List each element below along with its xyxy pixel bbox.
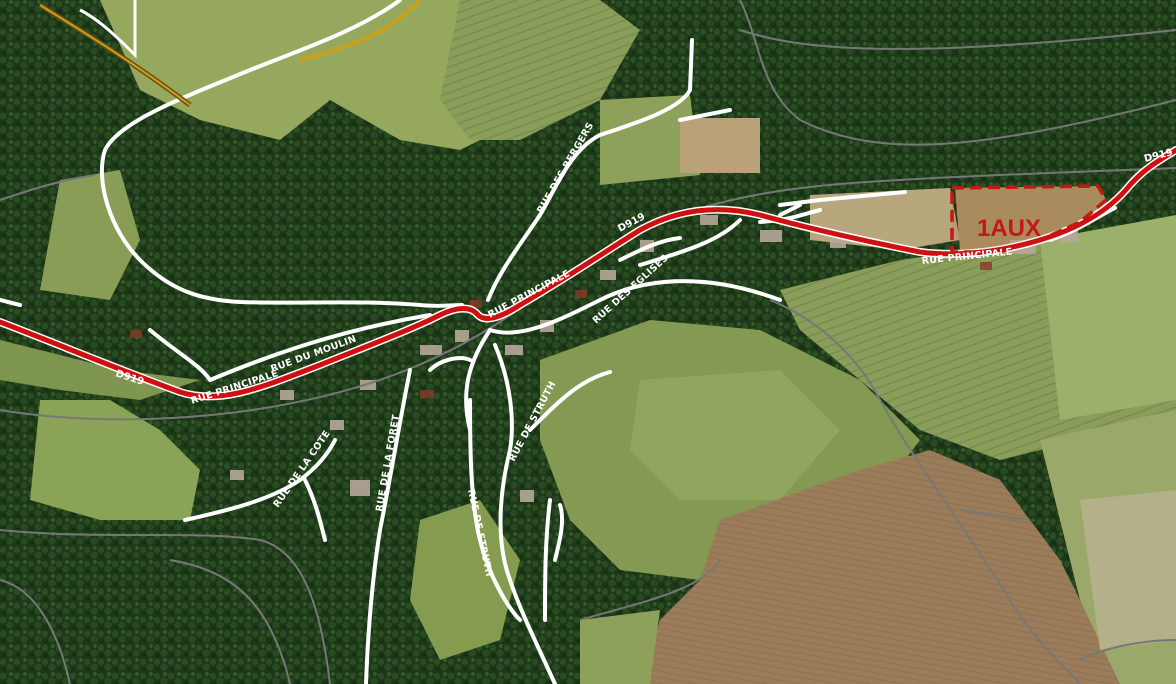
zone-1aux[interactable]: 1AUX — [950, 184, 1109, 254]
zone-label: 1AUX — [977, 215, 1041, 242]
yellow-road — [38, 0, 422, 108]
